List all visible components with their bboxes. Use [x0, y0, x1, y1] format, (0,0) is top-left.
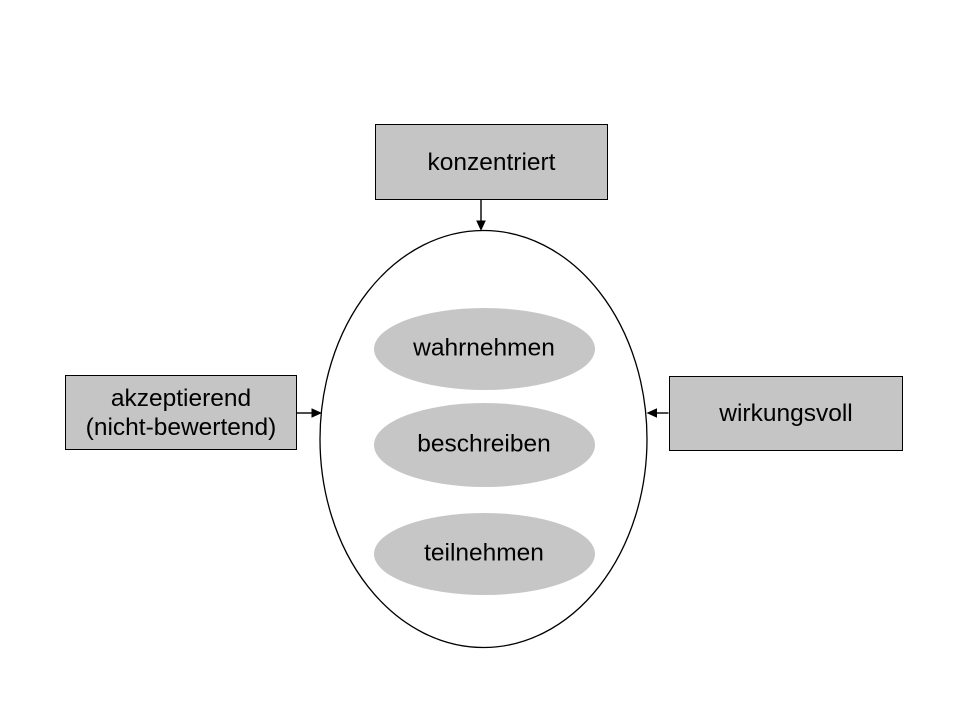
arrow-right-left: [646, 408, 669, 418]
box-akzeptierend-label-line1: akzeptierend: [110, 384, 252, 412]
box-wirkungsvoll-label: wirkungsvoll: [719, 400, 853, 427]
inner-ellipse-teilnehmen-label: teilnehmen: [424, 539, 544, 567]
arrow-left-right: [297, 408, 322, 418]
inner-ellipse-wahrnehmen-label: wahrnehmen: [413, 334, 555, 362]
box-akzeptierend: akzeptierend (nicht-bewertend): [65, 375, 297, 450]
inner-ellipse-beschreiben: [374, 403, 595, 487]
inner-ellipse-wahrnehmen: [374, 308, 595, 390]
box-wirkungsvoll: wirkungsvoll: [669, 376, 903, 451]
box-akzeptierend-label-line2: (nicht-bewertend): [85, 413, 277, 441]
box-konzentriert: konzentriert: [375, 124, 608, 200]
arrow-top-down: [476, 200, 486, 231]
inner-ellipse-beschreiben-label: beschreiben: [417, 430, 551, 458]
inner-ellipse-teilnehmen: [374, 513, 595, 595]
box-konzentriert-label: konzentriert: [427, 148, 556, 176]
